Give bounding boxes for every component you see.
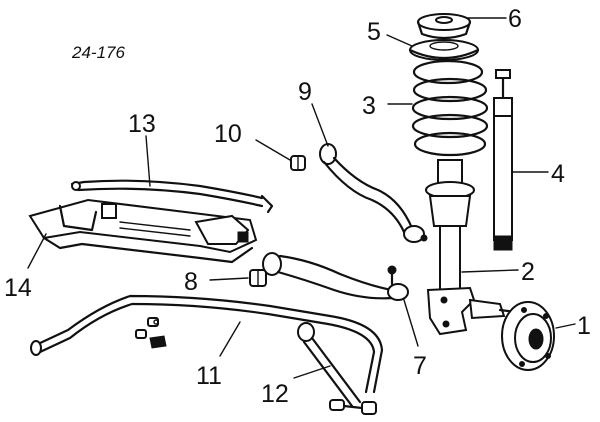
- upper-control-arm-drawing: [319, 143, 428, 243]
- lower-control-arm-drawing: [249, 252, 409, 301]
- leader-11: [219, 321, 241, 357]
- callout-10: 10: [214, 120, 242, 148]
- bushing-10-drawing: [290, 155, 306, 171]
- coil-spring-drawing: [411, 59, 489, 157]
- leader-8: [209, 277, 249, 281]
- wheel-hub-drawing: [501, 301, 555, 371]
- callout-5: 5: [367, 18, 381, 46]
- callout-12: 12: [261, 380, 289, 408]
- reference-code: 24-176: [71, 43, 125, 62]
- strut-mount-drawing: [416, 13, 472, 40]
- callout-8: 8: [184, 268, 198, 296]
- callout-numbers: 1 2 3 4 5 6 7 8 9 10 11 12 13 14: [4, 5, 591, 408]
- leader-12: [293, 365, 331, 379]
- leader-14: [27, 233, 47, 269]
- leader-lines: [27, 17, 576, 379]
- callout-6: 6: [508, 5, 522, 33]
- callout-3: 3: [362, 92, 376, 120]
- hardware-bits-drawing: [135, 317, 167, 349]
- callout-9: 9: [298, 78, 312, 106]
- callout-4: 4: [551, 160, 565, 188]
- callout-1: 1: [577, 312, 591, 340]
- leader-7: [403, 299, 419, 347]
- spring-seat-drawing: [408, 39, 480, 61]
- strut-body-drawing: [425, 159, 518, 336]
- callout-14: 14: [4, 274, 32, 302]
- leader-9: [311, 103, 329, 147]
- callout-11: 11: [196, 362, 222, 390]
- callout-13: 13: [128, 110, 156, 138]
- callout-7: 7: [413, 352, 427, 380]
- leader-5: [386, 34, 413, 47]
- shock-absorber-drawing: [493, 69, 513, 251]
- leader-10: [255, 139, 291, 161]
- leader-1: [555, 323, 576, 329]
- stabilizer-bar-drawing: [30, 294, 384, 394]
- tie-rod-drawing: [70, 179, 274, 214]
- subframe-drawing: [28, 198, 258, 264]
- leader-2: [461, 269, 519, 273]
- leader-13: [145, 135, 151, 187]
- stabilizer-link-drawing: [297, 322, 377, 415]
- callout-2: 2: [521, 258, 535, 286]
